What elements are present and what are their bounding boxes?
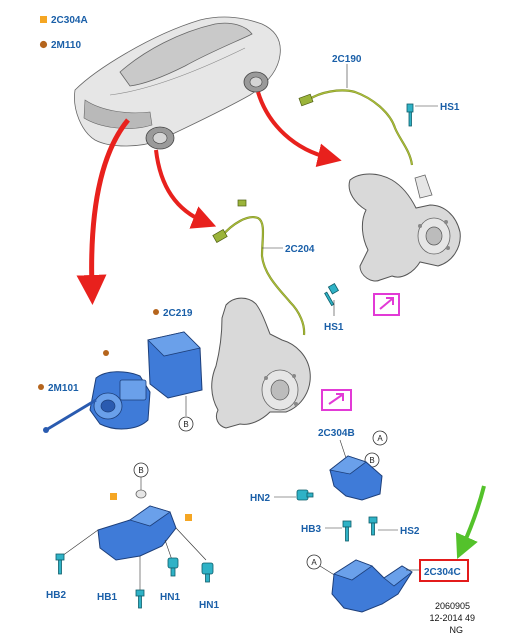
callout-circle-a2 bbox=[306, 554, 322, 570]
callout-circle-a1 bbox=[372, 430, 388, 446]
callout-a1: A bbox=[377, 434, 383, 443]
red-arrow-middle bbox=[154, 149, 217, 229]
rear-sensor-assembly: 2C190 HS1 bbox=[298, 54, 461, 316]
footer-line-1: 2060905 bbox=[435, 601, 470, 611]
label-HB3: HB3 bbox=[301, 524, 321, 535]
hydraulic-module-assembly: 2C219 2M101 B bbox=[38, 308, 203, 433]
rear-knuckle bbox=[348, 173, 461, 282]
red-arrow-right bbox=[256, 91, 342, 168]
legend: 2C304A 2M110 bbox=[39, 15, 88, 51]
label-HS1-mid: HS1 bbox=[324, 322, 344, 333]
lower-right-bracket-assembly: 2C304B A B HN2 HB3 HS2 A 2C304C bbox=[250, 428, 469, 613]
label-HB2: HB2 bbox=[46, 590, 66, 601]
red-arrow-left bbox=[76, 118, 130, 305]
highlight-box-2C304C bbox=[419, 559, 469, 582]
callout-b1: B bbox=[183, 420, 188, 429]
label-2C204: 2C204 bbox=[285, 244, 315, 255]
green-arrow bbox=[455, 485, 486, 559]
legend-label-2C304A: 2C304A bbox=[51, 15, 88, 26]
legend-label-2M110: 2M110 bbox=[51, 40, 81, 51]
lower-left-bracket-assembly: B HB2 HB1 HN1 HN1 bbox=[46, 462, 219, 611]
label-2C219: 2C219 bbox=[163, 308, 193, 319]
label-HB1: HB1 bbox=[97, 592, 117, 603]
label-HN1-b: HN1 bbox=[199, 600, 219, 611]
legend-circle-marker bbox=[39, 40, 48, 49]
car-illustration bbox=[74, 16, 281, 150]
front-sensor-assembly: 2C204 HS1 bbox=[211, 199, 352, 429]
pointer-arrows bbox=[76, 91, 486, 559]
callout-b3: B bbox=[369, 456, 374, 465]
footer-line-3: NG bbox=[450, 625, 464, 635]
label-HS2: HS2 bbox=[400, 526, 420, 537]
label-2M101: 2M101 bbox=[48, 383, 79, 394]
highlight-box-front bbox=[321, 389, 352, 411]
front-knuckle bbox=[211, 297, 311, 429]
footer-line-2: 12-2014 49 bbox=[429, 613, 475, 623]
callout-a2: A bbox=[311, 558, 317, 567]
footer-reference: 2060905 12-2014 49 NG bbox=[429, 601, 475, 635]
label-HN1-a: HN1 bbox=[160, 592, 180, 603]
label-2C304C: 2C304C bbox=[424, 567, 461, 578]
highlight-box-rear bbox=[373, 293, 400, 316]
label-2C304B: 2C304B bbox=[318, 428, 355, 439]
legend-square-2C219 bbox=[153, 309, 159, 315]
label-HN2: HN2 bbox=[250, 493, 270, 504]
callout-b2: B bbox=[138, 466, 143, 475]
label-2C190: 2C190 bbox=[332, 54, 362, 65]
sensor-wire-2C190 bbox=[307, 89, 414, 166]
legend-square-marker bbox=[40, 16, 47, 23]
callout-circle-b1 bbox=[178, 416, 194, 432]
label-HS1-top: HS1 bbox=[440, 102, 460, 113]
